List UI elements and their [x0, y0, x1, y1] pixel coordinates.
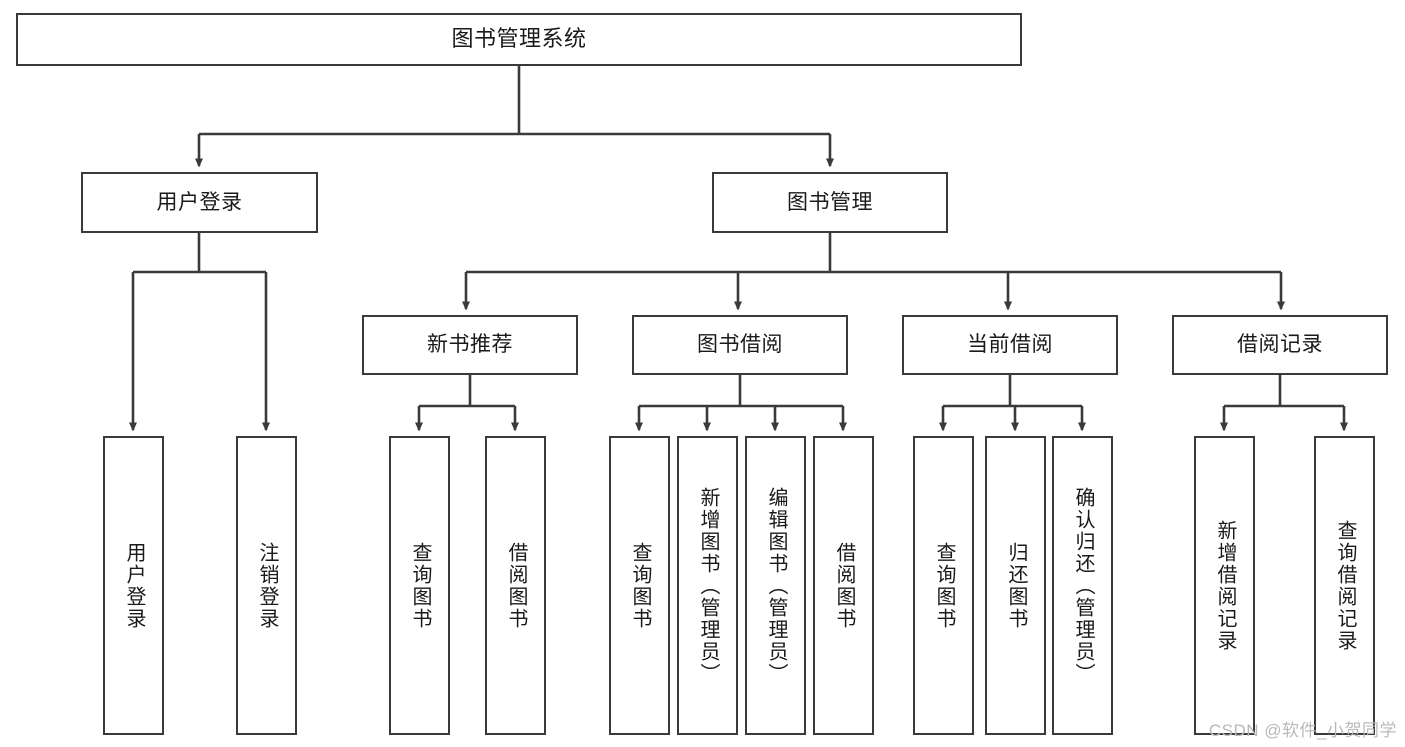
node-borrow-record[interactable]: 借阅记录: [1172, 315, 1388, 375]
node-label: 查询图书: [933, 541, 955, 630]
leaf-user-login-logout[interactable]: 注销登录: [236, 436, 297, 735]
node-label: 新增图书（管理员）: [697, 486, 719, 685]
node-label: 当前借阅: [967, 333, 1053, 357]
node-label: 用户登录: [123, 541, 145, 630]
node-label: 借阅图书: [505, 541, 527, 630]
node-label: 用户登录: [156, 190, 243, 214]
node-label: 图书管理: [787, 190, 873, 214]
leaf-record-add-record[interactable]: 新增借阅记录: [1194, 436, 1255, 735]
leaf-borrow-edit-book-admin[interactable]: 编辑图书（管理员）: [745, 436, 806, 735]
node-user-login[interactable]: 用户登录: [81, 172, 318, 233]
node-label: 借阅图书: [833, 541, 855, 630]
leaf-current-query-book[interactable]: 查询图书: [913, 436, 974, 735]
node-current-borrow[interactable]: 当前借阅: [902, 315, 1118, 375]
node-label: 注销登录: [256, 541, 278, 630]
watermark-text: CSDN @软件_小贺同学: [1208, 721, 1397, 740]
leaf-recommend-borrow-book[interactable]: 借阅图书: [485, 436, 546, 735]
leaf-borrow-add-book-admin[interactable]: 新增图书（管理员）: [677, 436, 738, 735]
node-label: 编辑图书（管理员）: [765, 486, 787, 685]
node-book-borrow[interactable]: 图书借阅: [632, 315, 848, 375]
node-label: 新增借阅记录: [1214, 519, 1236, 652]
leaf-recommend-query-book[interactable]: 查询图书: [389, 436, 450, 735]
leaf-current-return-book[interactable]: 归还图书: [985, 436, 1046, 735]
leaf-user-login-login[interactable]: 用户登录: [103, 436, 164, 735]
node-label: 查询借阅记录: [1334, 519, 1356, 652]
leaf-record-query-record[interactable]: 查询借阅记录: [1314, 436, 1375, 735]
node-label: 图书管理系统: [451, 26, 587, 52]
node-label: 新书推荐: [427, 333, 513, 357]
node-label: 查询图书: [629, 541, 651, 630]
node-new-book-recommend[interactable]: 新书推荐: [362, 315, 578, 375]
node-label: 归还图书: [1005, 541, 1027, 630]
node-label: 图书借阅: [697, 333, 783, 357]
node-root-system[interactable]: 图书管理系统: [16, 13, 1022, 66]
leaf-borrow-borrow-book[interactable]: 借阅图书: [813, 436, 874, 735]
leaf-current-confirm-return-admin[interactable]: 确认归还（管理员）: [1052, 436, 1113, 735]
node-book-management[interactable]: 图书管理: [712, 172, 948, 233]
node-label: 查询图书: [409, 541, 431, 630]
node-label: 确认归还（管理员）: [1072, 486, 1094, 685]
node-label: 借阅记录: [1237, 333, 1323, 357]
leaf-borrow-query-book[interactable]: 查询图书: [609, 436, 670, 735]
